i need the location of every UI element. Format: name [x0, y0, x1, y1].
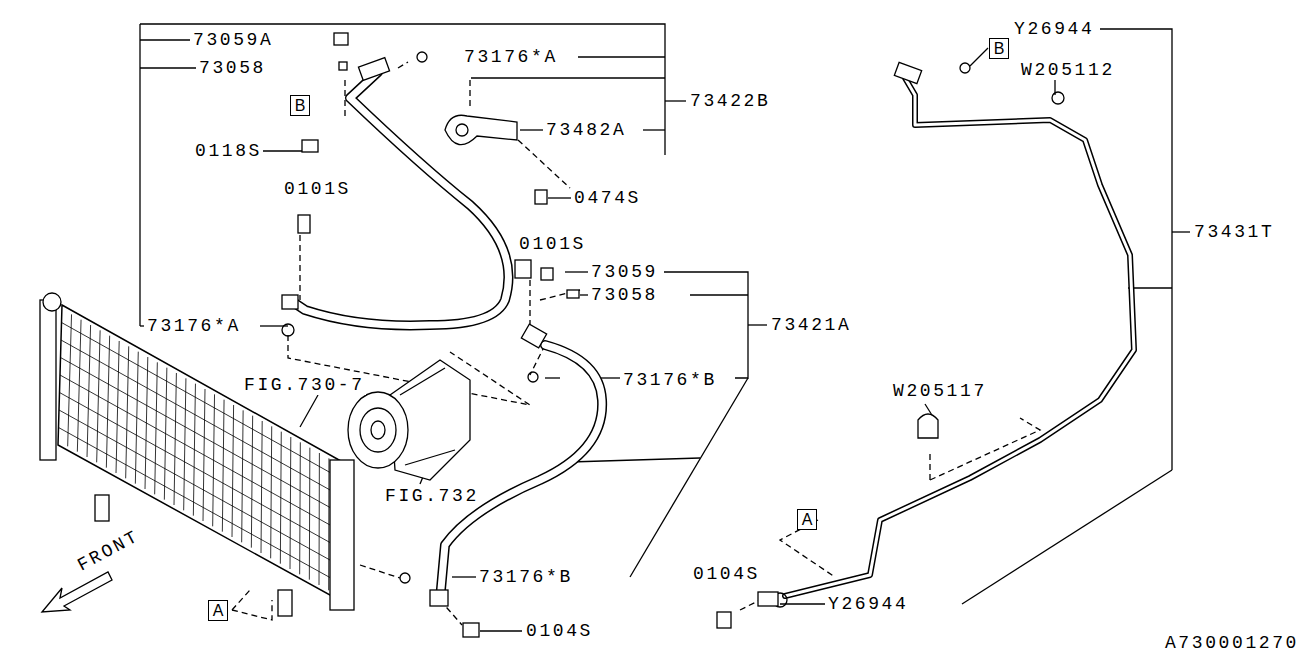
condenser-tube — [62, 323, 349, 483]
callout-number: 0101S — [518, 234, 587, 254]
callout-number: 73431T — [1193, 222, 1275, 242]
reference-letter: B — [295, 98, 306, 114]
callout-number: 73176*B — [478, 567, 574, 587]
callout-number: 73176*A — [146, 316, 242, 336]
callout-number: 0101S — [283, 179, 352, 199]
callout-number: FIG.732 — [384, 486, 480, 506]
condenser-tube — [59, 428, 349, 588]
reference-letter: A — [213, 603, 224, 619]
callout-number: 0104S — [525, 621, 594, 641]
reference-box: B — [290, 95, 310, 116]
reference-letter: B — [994, 41, 1005, 57]
callout-number: 0104S — [692, 564, 761, 584]
callout-number: 73422B — [689, 91, 771, 111]
direction-label: FRONT — [73, 526, 143, 576]
callout-number: 73482A — [545, 120, 627, 140]
drawing-number: A730001270 — [1164, 633, 1300, 653]
condenser-tube — [61, 340, 348, 500]
callout-number: Y26944 — [1013, 19, 1095, 39]
callout-number: 73058 — [590, 285, 659, 305]
callout-number: 73176*B — [622, 370, 718, 390]
condenser-tube — [60, 375, 348, 535]
reference-box: B — [989, 38, 1009, 59]
callout-number: W205117 — [892, 381, 988, 401]
callout-number: 0118S — [194, 141, 263, 161]
callout-number: 73421A — [770, 315, 852, 335]
callout-number: 0474S — [573, 188, 642, 208]
callout-number: Y26944 — [827, 594, 909, 614]
callout-number: 73059A — [192, 30, 274, 50]
condenser-tube — [60, 393, 349, 553]
callout-number: 73176*A — [463, 47, 559, 67]
reference-box: A — [208, 600, 228, 621]
reference-letter: A — [802, 512, 813, 528]
callout-number: FIG.730-7 — [243, 375, 366, 395]
callout-number: W205112 — [1020, 60, 1116, 80]
reference-box: A — [797, 509, 817, 530]
callout-number: 73058 — [198, 58, 267, 78]
callout-number: 73059 — [590, 262, 659, 282]
